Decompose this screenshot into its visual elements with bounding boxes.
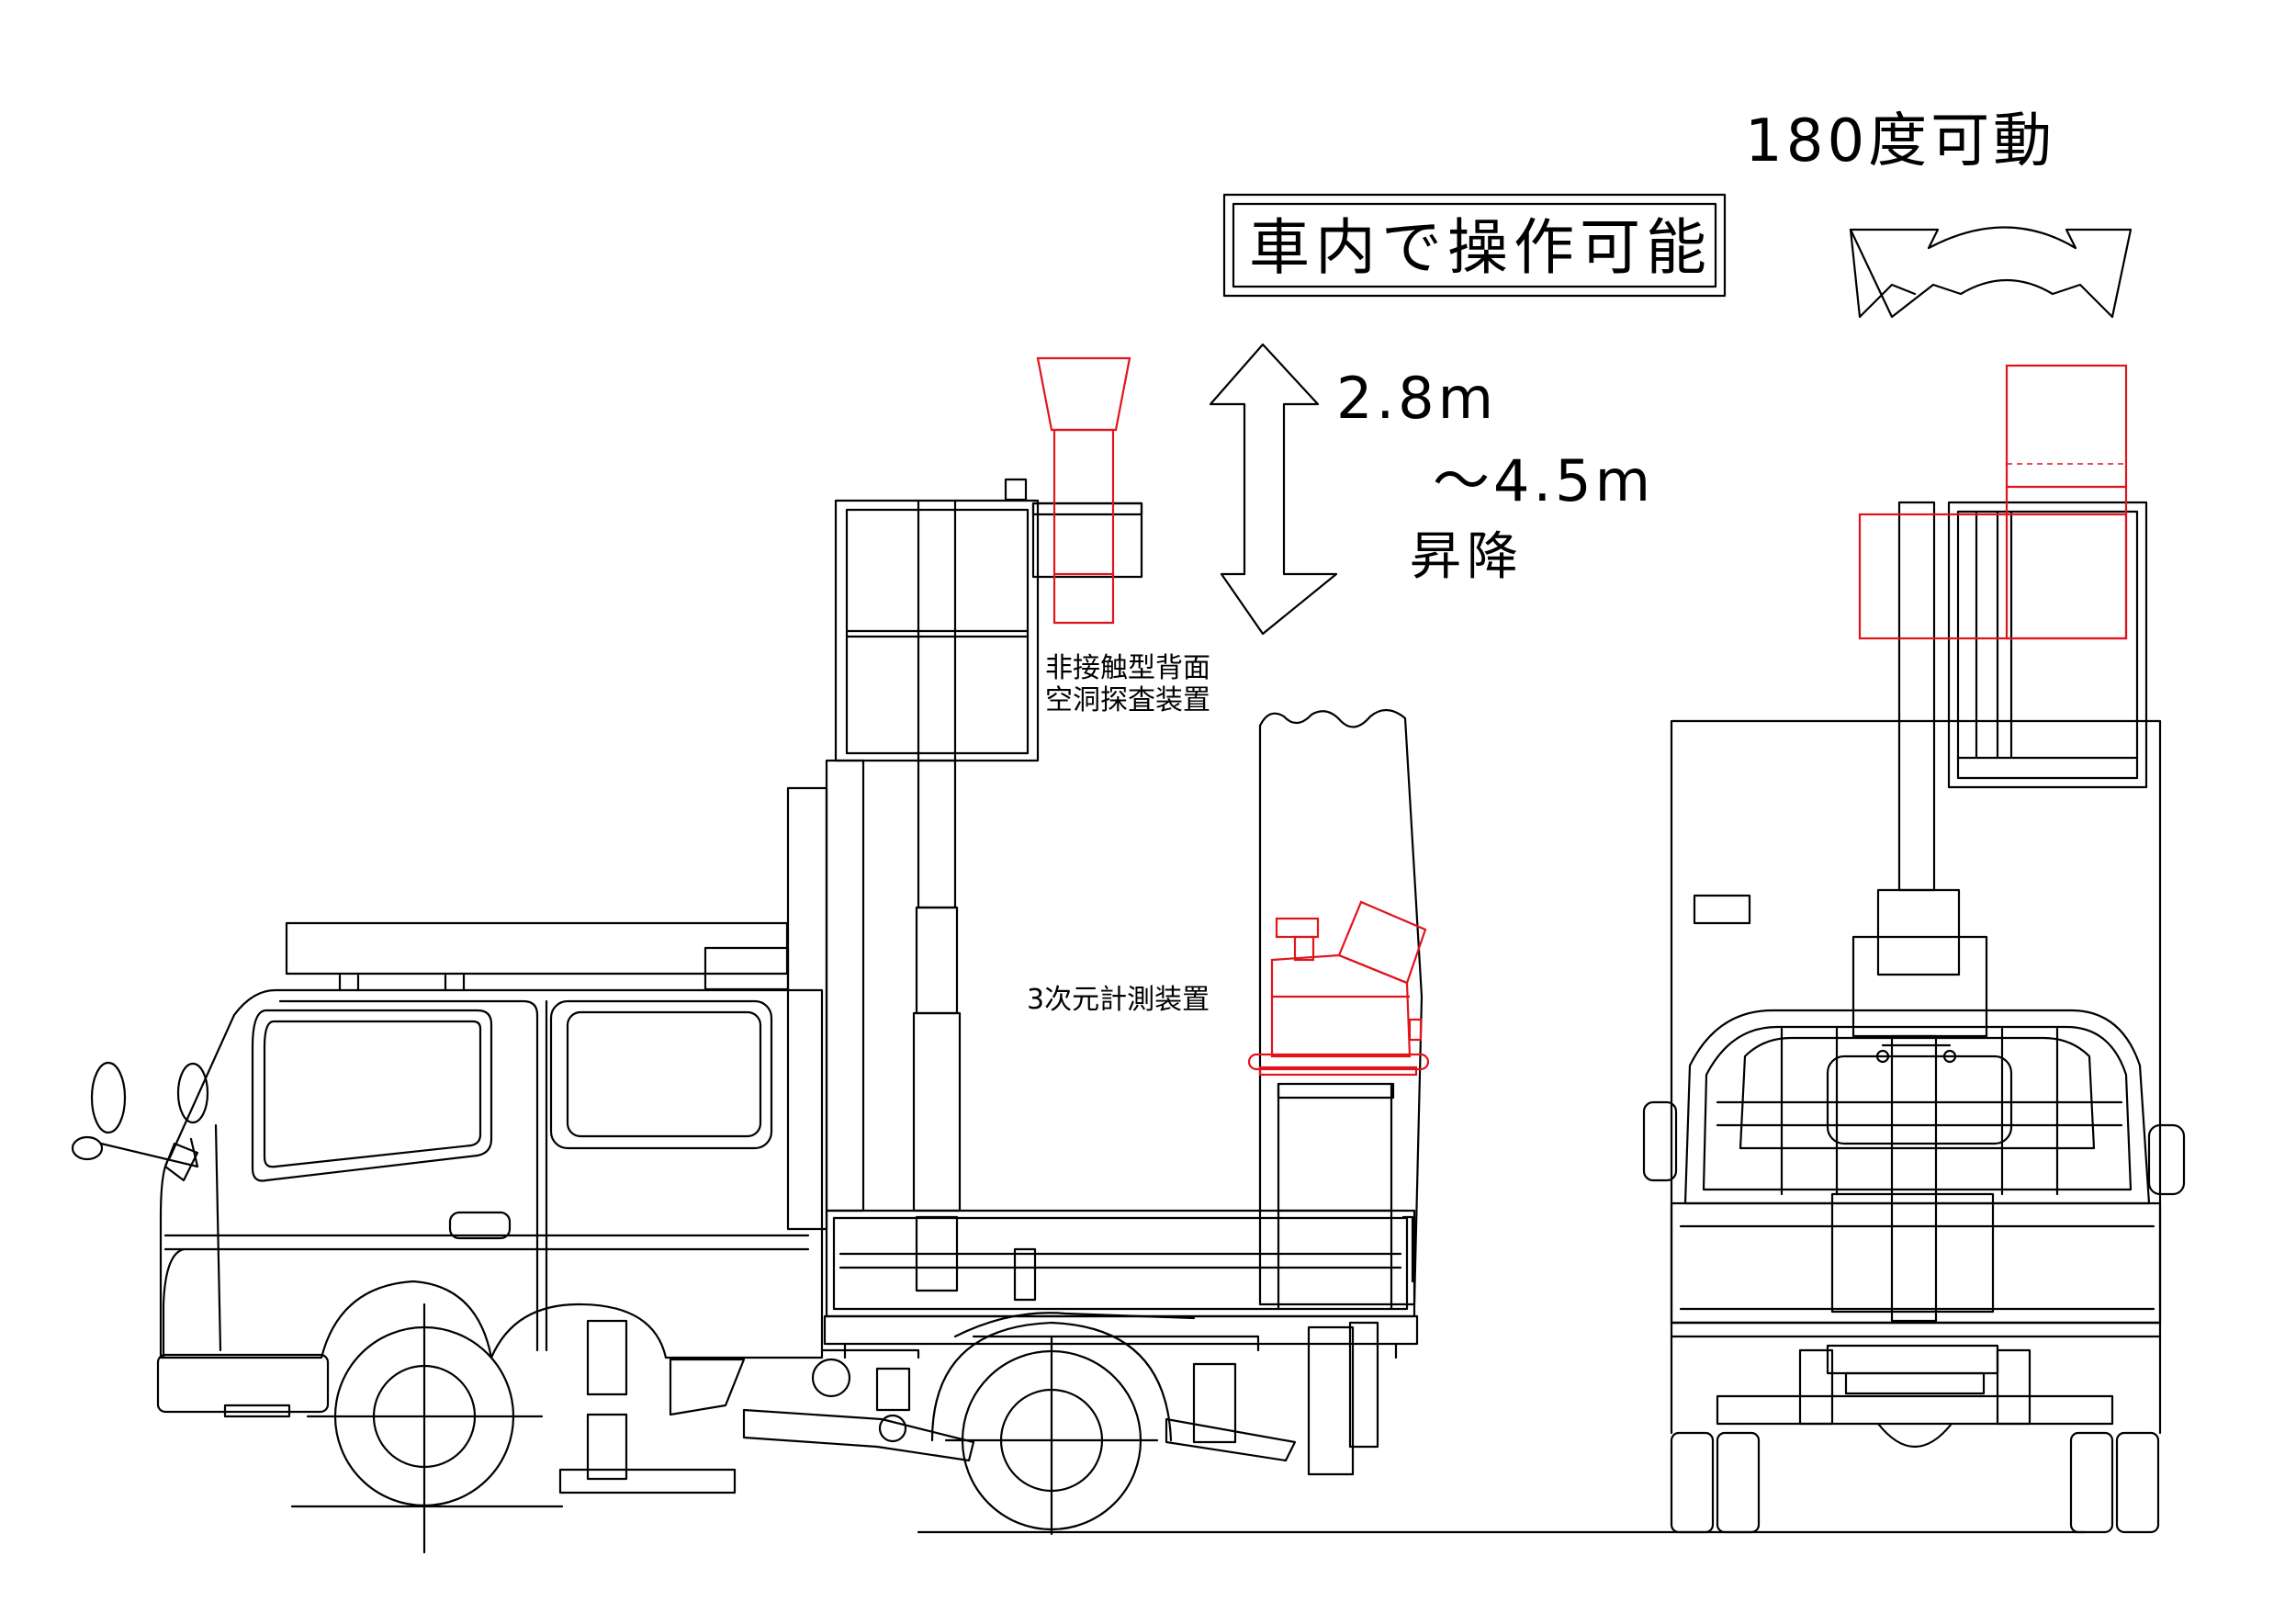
cavity-device-label-2: 空洞探査装置 [1045,684,1210,716]
measure-device-label: 3次元計測装置 [1027,984,1210,1016]
height-min-label: 2.8m [1336,365,1497,432]
lift-arrow-icon [1209,343,1338,636]
cavity-device-label-1: 非接触型背面 [1045,652,1210,684]
measure-device-side [1247,900,1430,1077]
cab-operation-box: 車内で操作可能 [1222,193,1727,298]
cavity-device-rear [1858,364,2128,640]
rotation-arrow-icon [1849,226,2133,319]
lift-label: 昇降 [1410,527,1524,587]
rotation-label: 180度可動 [1745,107,2055,175]
truck-side-view [71,478,2087,1554]
cab-operation-label: 車内で操作可能 [1249,212,1712,283]
cavity-device-side [1036,356,1131,625]
height-max-label: ～4.5m [1433,447,1654,514]
truck-rear-view [1642,501,2186,1534]
